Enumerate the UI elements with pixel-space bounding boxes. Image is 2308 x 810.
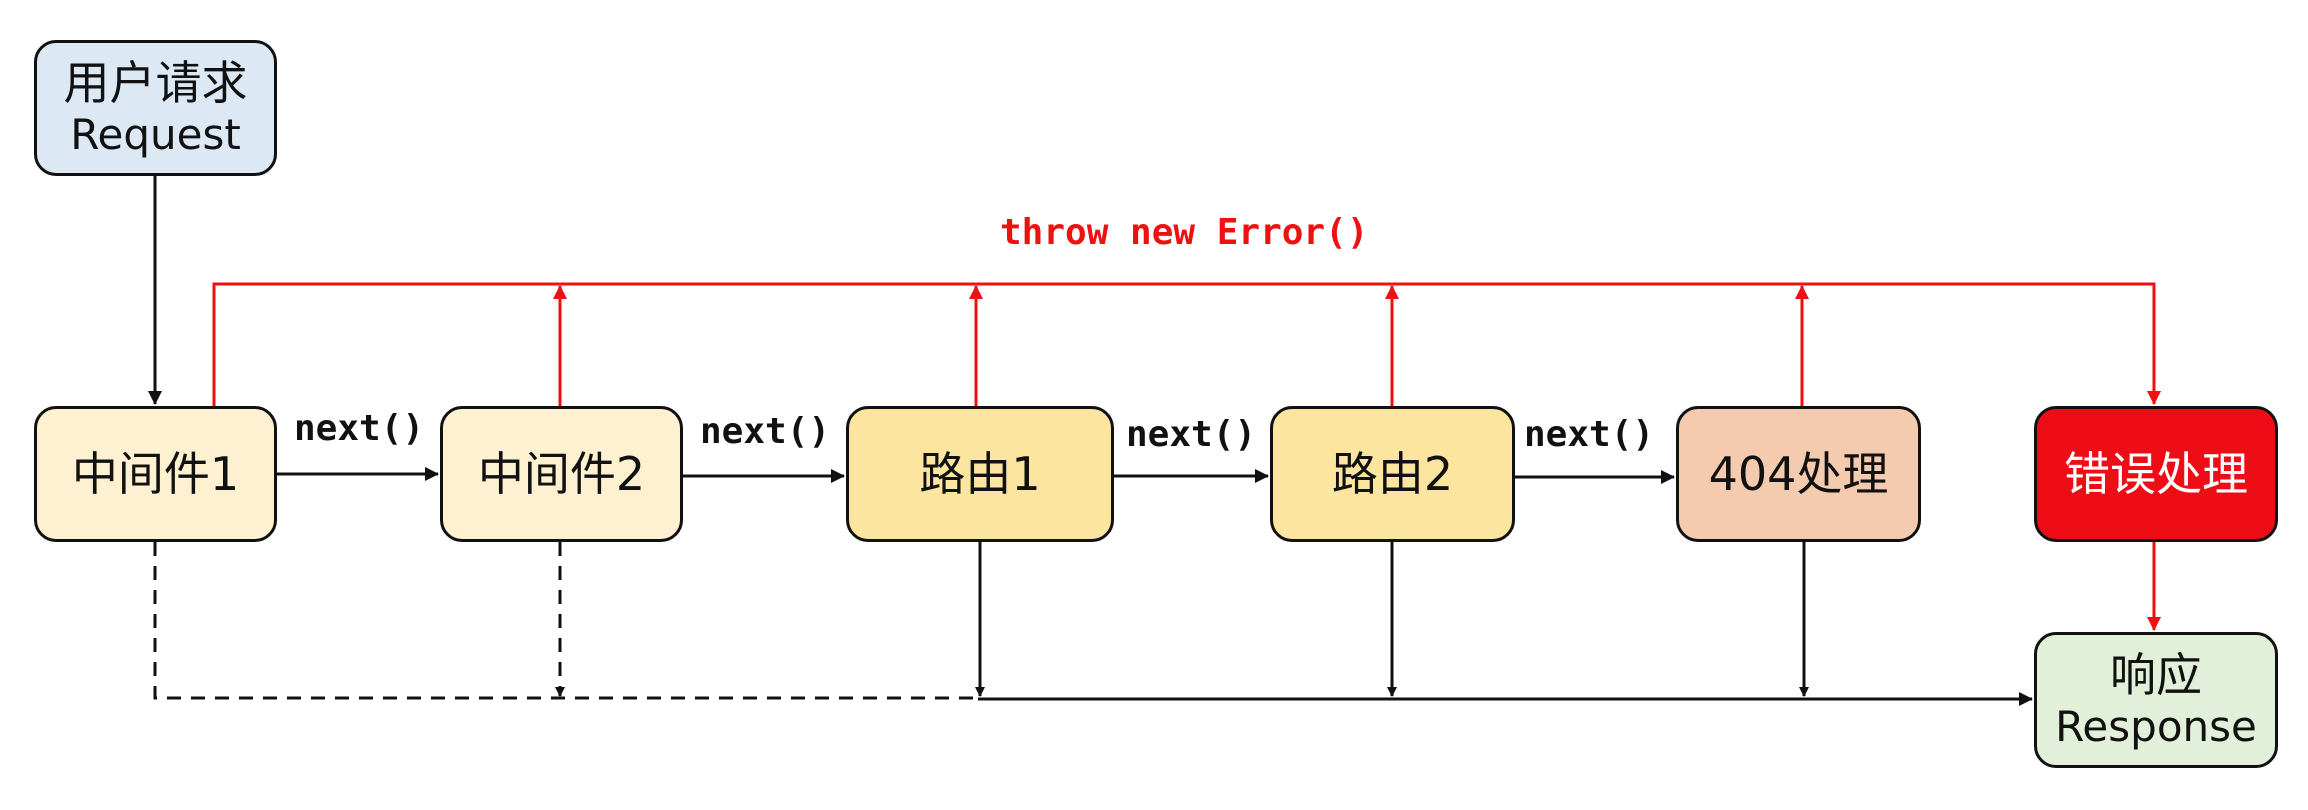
- response-title: 响应: [2110, 648, 2202, 703]
- next-label-4: next(): [1524, 414, 1655, 455]
- not-found-label: 404处理: [1708, 446, 1889, 501]
- request-subtitle: Request: [70, 110, 241, 160]
- route-1-node: 路由1: [846, 406, 1114, 542]
- middleware-1-label: 中间件1: [71, 446, 240, 501]
- next-label-1: next(): [294, 408, 425, 449]
- middleware-2-node: 中间件2: [440, 406, 683, 542]
- middleware-2-label: 中间件2: [477, 446, 646, 501]
- route-2-label: 路由2: [1331, 446, 1454, 501]
- error-bus-line: [212, 282, 2161, 406]
- error-handler-node: 错误处理: [2034, 406, 2278, 542]
- next-label-2: next(): [700, 411, 831, 452]
- route-2-node: 路由2: [1270, 406, 1515, 542]
- throw-error-label: throw new Error(): [1000, 212, 1369, 253]
- response-node: 响应 Response: [2034, 632, 2278, 768]
- request-node: 用户请求 Request: [34, 40, 277, 176]
- dashed-mw1-to-response: [153, 542, 978, 700]
- middleware-1-node: 中间件1: [34, 406, 277, 542]
- error-handler-label: 错误处理: [2064, 446, 2248, 501]
- response-subtitle: Response: [2055, 702, 2257, 752]
- next-label-3: next(): [1126, 414, 1257, 455]
- request-title: 用户请求: [63, 56, 248, 111]
- not-found-node: 404处理: [1676, 406, 1921, 542]
- route-1-label: 路由1: [919, 446, 1041, 501]
